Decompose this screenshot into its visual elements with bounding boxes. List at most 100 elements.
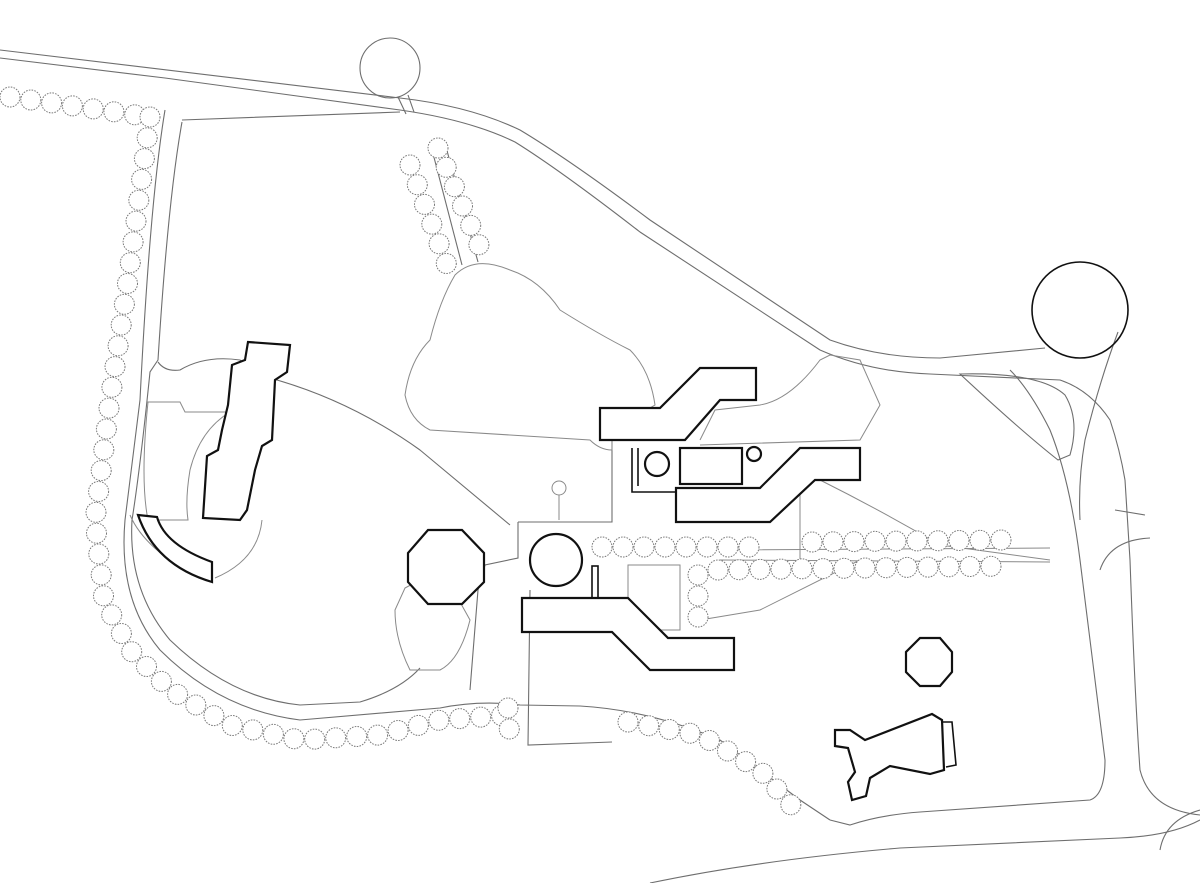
tree	[167, 683, 189, 705]
tree	[833, 557, 855, 579]
tree	[854, 557, 876, 579]
tree	[864, 530, 886, 552]
building-plaza-rotunda	[528, 532, 584, 588]
tree	[41, 92, 63, 114]
tree	[110, 314, 132, 336]
tree	[766, 778, 788, 800]
tree	[20, 89, 42, 111]
tree	[185, 694, 207, 716]
tree	[460, 214, 482, 236]
tree	[633, 536, 655, 558]
tree	[428, 233, 450, 255]
tree	[85, 501, 107, 523]
east-traffic-island	[958, 373, 1075, 461]
tree	[136, 127, 158, 149]
tree	[86, 522, 107, 544]
tree	[698, 730, 720, 751]
tree	[452, 195, 473, 217]
tree	[101, 604, 123, 626]
tree	[717, 740, 738, 762]
building-round-pavilion	[643, 450, 671, 478]
building-center-bracket	[631, 448, 675, 493]
tree	[843, 531, 865, 553]
tree	[304, 728, 326, 750]
tree	[707, 559, 729, 581]
tree	[696, 536, 718, 558]
tree	[990, 529, 1012, 551]
tree	[90, 564, 112, 586]
tree	[98, 397, 120, 419]
tree	[896, 556, 918, 578]
tree	[801, 531, 823, 553]
tree	[283, 728, 305, 750]
east-road	[1124, 479, 1200, 816]
south-road	[649, 819, 1200, 883]
tree	[658, 719, 680, 740]
tree	[752, 762, 774, 784]
tree	[119, 252, 141, 274]
building-west-bar	[201, 340, 292, 522]
tree	[591, 536, 613, 558]
tree	[221, 715, 243, 736]
building-southeast-annex	[942, 721, 957, 768]
tree	[82, 98, 104, 120]
tree	[122, 231, 144, 253]
south-road-inner	[829, 369, 1106, 826]
building-octagon-west	[406, 528, 486, 606]
building-south-tower	[591, 565, 599, 599]
east-road-branch	[1099, 509, 1200, 851]
tree	[717, 536, 739, 558]
tree	[90, 460, 112, 482]
tree	[927, 530, 949, 552]
tree	[822, 531, 844, 553]
tree	[687, 606, 709, 628]
tree	[133, 148, 155, 170]
tree	[421, 213, 443, 235]
tree	[367, 724, 389, 746]
tree	[443, 176, 465, 198]
campus-lane	[699, 354, 881, 446]
main-road-north	[0, 49, 1046, 359]
tree	[875, 557, 897, 579]
tree	[738, 536, 760, 558]
tree	[612, 536, 634, 558]
tree	[938, 556, 960, 578]
main-road-north-edge	[0, 57, 1126, 481]
tree	[88, 543, 110, 565]
tree	[959, 556, 981, 577]
east-roundabout	[1031, 261, 1129, 359]
west-loop-road	[123, 109, 831, 821]
tree	[406, 174, 428, 196]
tree	[906, 530, 928, 552]
building-south-wing	[520, 596, 736, 672]
tree	[203, 705, 225, 727]
building-west-arc	[136, 513, 214, 584]
plaza-marker	[551, 480, 567, 496]
east-cul-de-sac-stem	[1079, 331, 1119, 521]
tree	[128, 189, 150, 211]
west-connector	[157, 111, 511, 526]
tree	[749, 558, 771, 580]
tree	[387, 720, 409, 741]
tree	[414, 193, 435, 215]
buildings	[136, 340, 957, 802]
tree	[117, 273, 138, 294]
north-cul-de-sac	[359, 37, 421, 99]
tree	[638, 715, 660, 737]
tree-rows	[0, 86, 1012, 816]
tree	[675, 536, 697, 558]
tree	[435, 156, 457, 178]
building-north-wing	[598, 366, 758, 442]
tree	[325, 727, 347, 749]
tree	[0, 86, 21, 108]
tree	[101, 376, 123, 398]
tree	[497, 697, 519, 719]
tree	[407, 714, 429, 736]
building-octagon-east	[904, 636, 954, 688]
tree	[242, 719, 264, 741]
tree	[617, 711, 639, 733]
building-center-block	[678, 446, 744, 486]
tree	[735, 751, 757, 773]
north-spur	[397, 94, 415, 115]
